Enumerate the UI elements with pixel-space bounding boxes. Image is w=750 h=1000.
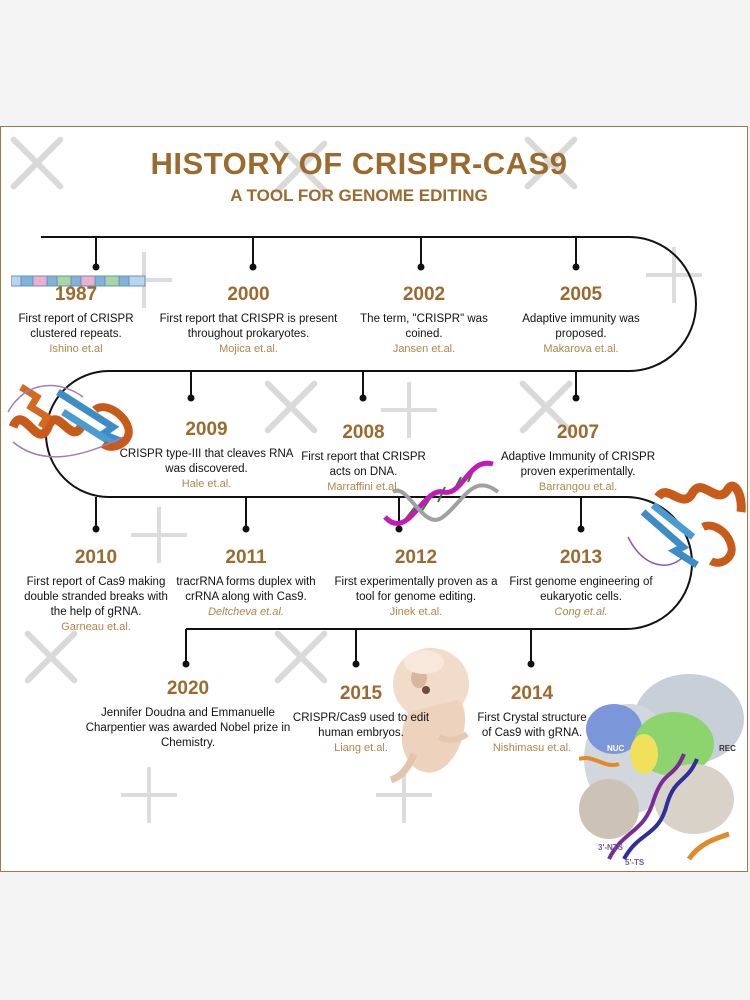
timeline-event-2020: 2020 Jennifer Doudna and Emmanuelle Char… <box>83 678 293 751</box>
event-author: Garneau et.al. <box>61 621 131 633</box>
event-year: 2009 <box>185 419 228 440</box>
timeline-event-2002: 2002 The term, "CRISPR" was coined. Jans… <box>351 284 497 355</box>
event-author: Liang et.al. <box>334 742 388 754</box>
event-description: First experimentally proven as a tool fo… <box>334 576 498 603</box>
event-description: First report of Cas9 making double stran… <box>24 576 168 618</box>
event-author: Marraffini et.al. <box>327 481 400 493</box>
timeline-dot <box>242 525 250 533</box>
watermark-plus-icon <box>376 767 432 823</box>
rec-label: REC <box>719 744 736 753</box>
event-description: CRISPR/Cas9 used to edit human embryos. <box>292 712 430 739</box>
event-year: 1987 <box>54 284 98 305</box>
timeline-event-1987: 1987 First report of CRISPR clustered re… <box>6 284 146 355</box>
timeline-dot <box>527 660 535 668</box>
timeline-event-2010: 2010 First report of Cas9 making double … <box>21 547 171 633</box>
event-year: 2015 <box>339 683 383 704</box>
event-description: tracrRNA forms duplex with crRNA along w… <box>176 576 316 603</box>
timeline-event-2007: 2007 Adaptive Immunity of CRISPR proven … <box>483 422 673 493</box>
timeline-dot <box>92 525 100 533</box>
event-author: Hale et.al. <box>181 478 232 490</box>
event-description: First genome engineering of eukaryotic c… <box>509 576 653 603</box>
timeline-dot <box>249 263 257 271</box>
event-author: Jansen et.al. <box>392 343 456 355</box>
timeline-dot <box>417 263 425 271</box>
event-year: 2002 <box>402 284 446 305</box>
event-author: Ishino et.al <box>49 343 103 355</box>
timeline-dot <box>352 660 360 668</box>
timeline-event-2008: 2008 First report that CRISPR acts on DN… <box>296 422 431 493</box>
timeline-event-2014: 2014 First Crystal structure of Cas9 wit… <box>476 683 588 754</box>
crispr-repeat-array-icon <box>11 275 146 287</box>
nuc-label: NUC <box>607 744 625 753</box>
timeline-dot <box>359 394 367 402</box>
event-year: 2005 <box>559 284 603 305</box>
event-year: 2007 <box>556 422 600 443</box>
watermark-plus-icon <box>121 767 177 823</box>
timeline-event-2011: 2011 tracrRNA forms duplex with crRNA al… <box>171 547 321 618</box>
event-year: 2013 <box>559 547 603 568</box>
timeline-dot <box>395 525 403 533</box>
event-year: 2011 <box>225 547 267 568</box>
timeline-dot <box>572 263 580 271</box>
event-description: Jennifer Doudna and Emmanuelle Charpenti… <box>85 707 291 749</box>
event-description: CRISPR type-III that cleaves RNA was dis… <box>119 448 294 475</box>
timeline-dot <box>577 525 585 533</box>
timeline-dot <box>572 394 580 402</box>
watermark-plus-icon <box>381 382 437 438</box>
timeline-dot <box>182 660 190 668</box>
event-description: First report that CRISPR acts on DNA. <box>301 451 426 478</box>
event-author: Mojica et.al. <box>219 343 278 355</box>
timeline-dot <box>92 263 100 271</box>
event-author: Barrangou et.al. <box>538 481 618 493</box>
event-year: 2000 <box>227 284 270 305</box>
timeline-event-2013: 2013 First genome engineering of eukaryo… <box>506 547 656 618</box>
event-year: 2012 <box>394 547 438 568</box>
page-subtitle: A TOOL FOR GENOME EDITING <box>230 186 488 205</box>
event-year: 2010 <box>74 547 118 568</box>
event-year: 2020 <box>166 678 210 699</box>
event-description: First Crystal structure of Cas9 with gRN… <box>477 712 587 739</box>
nts-label: 3'-NTS <box>598 843 624 852</box>
ts-label: 5'-TS <box>625 858 645 867</box>
watermark-plus-icon <box>131 507 187 563</box>
timeline-dot <box>187 394 195 402</box>
poster: HISTORY OF CRISPR-CAS9 A TOOL FOR GENOME… <box>0 126 748 872</box>
protein-ribbon-icon <box>627 481 746 568</box>
event-author: Deltcheva et.al. <box>208 606 284 618</box>
event-year: 2014 <box>510 683 554 704</box>
event-description: First report that CRISPR is present thro… <box>159 313 338 340</box>
event-description: Adaptive Immunity of CRISPR proven exper… <box>500 451 656 478</box>
event-author: Jinek et.al. <box>389 606 443 618</box>
timeline-event-2000: 2000 First report that CRISPR is present… <box>146 284 351 355</box>
event-author: Nishimasu et.al. <box>492 742 572 754</box>
event-year: 2008 <box>342 422 385 443</box>
event-description: First report of CRISPR clustered repeats… <box>18 313 134 340</box>
cas9-crystal-structure-image <box>579 674 744 861</box>
event-description: Adaptive immunity was proposed. <box>522 313 640 340</box>
timeline-event-2012: 2012 First experimentally proven as a to… <box>326 547 506 618</box>
watermark-plus-icon <box>646 247 702 303</box>
event-author: Cong et.al. <box>554 606 608 618</box>
event-author: Makarova et.al. <box>543 343 619 355</box>
dna-helix-icon <box>383 460 500 526</box>
timeline-event-2015: 2015 CRISPR/Cas9 used to edit human embr… <box>291 683 431 754</box>
page-title: HISTORY OF CRISPR-CAS9 <box>150 146 568 181</box>
protein-ribbon-icon <box>7 384 133 458</box>
timeline-event-2005: 2005 Adaptive immunity was proposed. Mak… <box>511 284 651 355</box>
human-embryo-image <box>389 648 469 784</box>
timeline-event-2009: 2009 CRISPR type-III that cleaves RNA wa… <box>119 419 294 490</box>
event-description: The term, "CRISPR" was coined. <box>360 313 488 340</box>
